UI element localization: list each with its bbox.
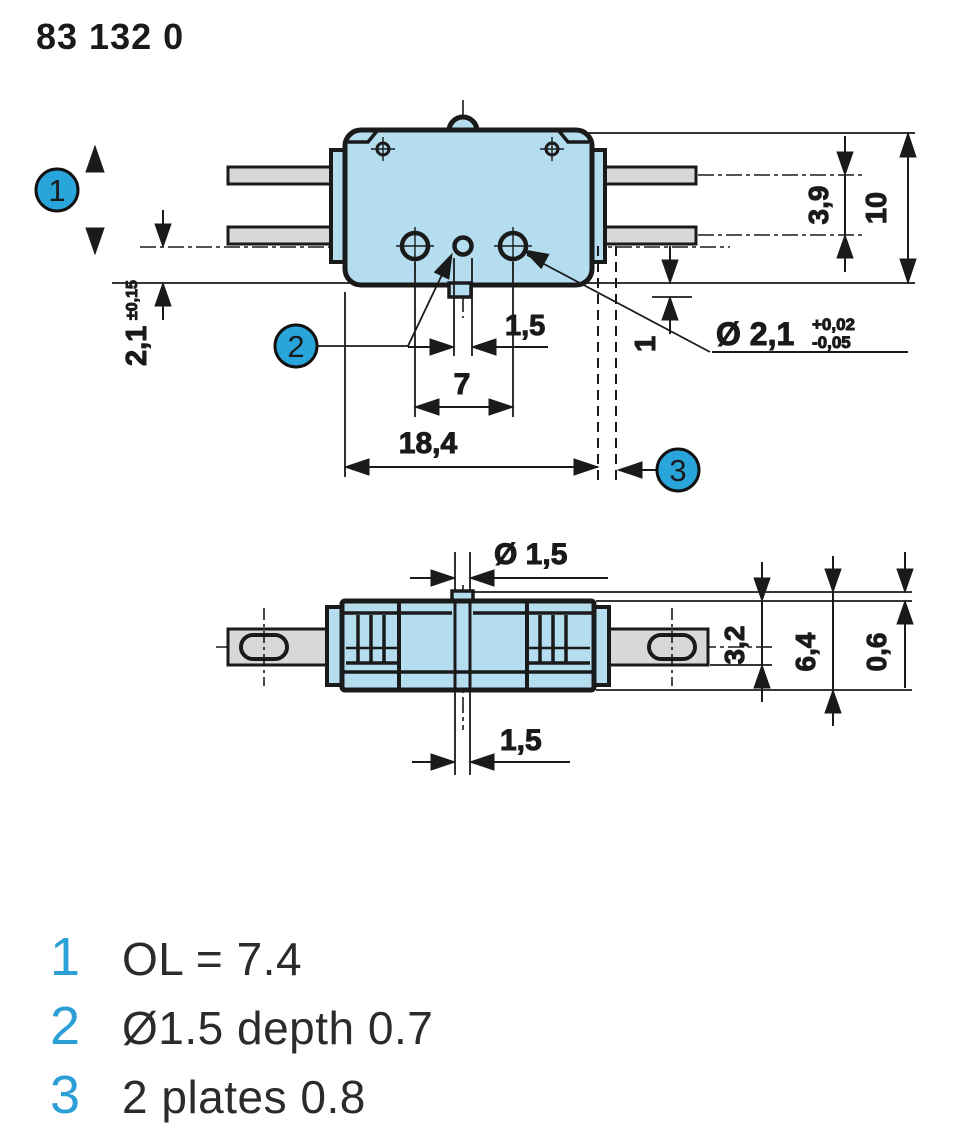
legend-row-3: 3 2 plates 0.8	[50, 1064, 433, 1133]
dim-hole-diameter: Ø 2,1 +0,02 -0,05	[522, 249, 908, 353]
top-view: 2,1 ±0,15 1,5 7	[34, 100, 917, 493]
internal-ribs	[344, 601, 592, 690]
dim-plunger-protrusion-value: 0,6	[861, 633, 892, 672]
legend-row-2: 2 Ø1.5 depth 0.7	[50, 995, 433, 1064]
corner-mark-right	[540, 137, 564, 161]
part-number-title: 83 132 0	[36, 16, 185, 57]
dim-plunger-diameter-value: Ø 1,5	[494, 538, 567, 571]
dim-pin-spacing-value: 3,9	[803, 186, 834, 225]
legend-text-3: 2 plates 0.8	[122, 1071, 366, 1123]
dim-base-offset: 2,1 ±0,15	[121, 210, 172, 367]
dim-step-height-value: 1	[630, 336, 662, 352]
callout-1-up-arrow-icon	[85, 144, 105, 173]
dim-plunger-width-value: 1,5	[500, 724, 542, 757]
dim-step-height: 1	[630, 246, 692, 353]
dim-height-total-value: 10	[861, 192, 893, 224]
dim-hole-diameter-tol-plus: +0,02	[812, 315, 855, 334]
callout-3-label: 3	[669, 453, 686, 488]
dim-plunger-width: 1,5	[412, 690, 570, 775]
dim-base-offset-value: 2,1	[121, 326, 153, 366]
legend-text-2: Ø1.5 depth 0.7	[122, 1002, 434, 1054]
legend: 1 OL = 7.4 2 Ø1.5 depth 0.7 3 2 plates 0…	[50, 926, 433, 1133]
legend-num-1: 1	[50, 927, 81, 987]
plate-edges	[597, 246, 617, 482]
callout-1-down-arrow-icon	[85, 227, 105, 256]
dim-body-length: 18,4	[343, 292, 600, 477]
switch-body-bottom-view	[339, 598, 597, 693]
mounting-holes	[396, 227, 532, 265]
dim-height-total: 10	[861, 131, 917, 285]
dim-hole-diameter-value: Ø 2,1	[716, 316, 794, 352]
bottom-view: Ø 1,5 1,5 3,2	[216, 538, 914, 775]
dim-hole-spacing-value: 7	[454, 368, 471, 401]
legend-num-2: 2	[50, 996, 81, 1056]
callout-2: 2	[273, 252, 453, 369]
corner-mark-left	[371, 137, 395, 161]
dim-hole-spacing: 7	[413, 262, 515, 417]
dim-plunger-protrusion: 0,6	[861, 552, 914, 688]
legend-text-1: OL = 7.4	[122, 933, 303, 985]
dim-body-length-value: 18,4	[399, 427, 458, 460]
dim-hole-offset-value: 1,5	[505, 310, 545, 342]
callout-1-label: 1	[48, 173, 65, 208]
dim-body-height: 6,4	[790, 556, 842, 726]
callout-1: 1	[34, 144, 105, 256]
dim-terminal-offset: 3,2	[719, 562, 771, 702]
dim-body-height-value: 6,4	[790, 632, 821, 671]
callout-3: 3	[616, 447, 701, 493]
legend-num-3: 3	[50, 1065, 81, 1125]
dim-hole-offset: 1,5	[408, 258, 548, 356]
dim-plunger-diameter: Ø 1,5	[410, 538, 608, 590]
dim-hole-diameter-tol-minus: -0,05	[812, 333, 851, 352]
dim-pin-spacing: 3,9	[803, 136, 854, 272]
dim-terminal-offset-value: 3,2	[719, 626, 750, 665]
dim-base-offset-tol: ±0,15	[124, 280, 141, 320]
terminal-holes	[239, 608, 697, 686]
bottom-step	[447, 281, 473, 299]
legend-row-1: 1 OL = 7.4	[50, 926, 433, 995]
callout-2-label: 2	[287, 329, 304, 364]
